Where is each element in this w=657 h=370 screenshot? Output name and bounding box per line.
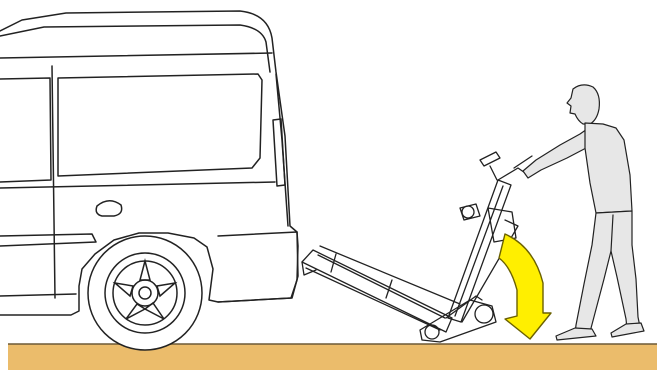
van-roof-line [0, 25, 270, 72]
mast-inner [455, 186, 503, 316]
van-door-seam [52, 66, 55, 298]
van-beltline [0, 182, 275, 188]
ramp-rail-lower [306, 268, 440, 330]
van-sill [0, 294, 76, 296]
handle-post [490, 166, 497, 180]
rotation-arrow [499, 234, 551, 339]
stair-climber [302, 152, 532, 342]
van-wheel [88, 236, 202, 350]
person-head [567, 85, 599, 124]
ramp-frame-inner [318, 255, 445, 318]
mast-knob [462, 206, 474, 218]
van-fuel-cap [96, 201, 122, 216]
ground-strip [8, 344, 657, 370]
van-side-molding [0, 234, 96, 246]
person-torso [585, 123, 632, 213]
handle-head [480, 152, 500, 166]
van-roof-rail [0, 53, 272, 58]
van-window-left [0, 78, 51, 182]
van-window-rear [58, 74, 262, 176]
person-arm [523, 127, 590, 178]
van-bumper [218, 232, 298, 302]
van-rear-light [273, 119, 285, 186]
person-shoe-left [556, 328, 596, 340]
base-wheel-rear [475, 305, 493, 323]
base-wheel-front [425, 325, 439, 339]
person-shoe-right [611, 323, 644, 337]
person-legs [575, 211, 640, 334]
ramp-rail-top [320, 246, 460, 304]
